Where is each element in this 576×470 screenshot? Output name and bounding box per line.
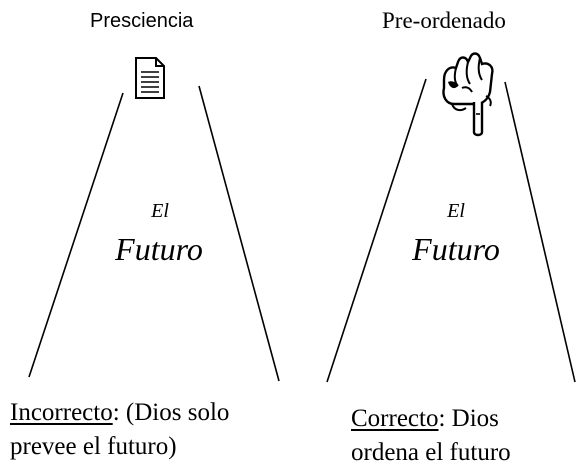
left-caption-rest: : (Dios solo — [112, 399, 230, 426]
right-caption: Correcto: Dios ordena el futuro — [351, 402, 511, 470]
right-panel-title: Pre-ordenado — [382, 8, 506, 33]
left-caption-line2: prevee el futuro) — [10, 433, 177, 460]
document-icon — [135, 57, 165, 99]
left-funnel-right-edge — [198, 85, 280, 382]
right-caption-verdict: Correcto — [351, 405, 439, 432]
right-funnel-left-edge — [326, 78, 427, 383]
left-caption-line1: Incorrecto: (Dios solo — [10, 396, 229, 430]
left-caption-verdict: Incorrecto — [10, 399, 113, 426]
left-futuro-label: Futuro — [115, 231, 203, 267]
pointing-hand-icon — [442, 52, 494, 137]
right-futuro-label: Futuro — [412, 231, 500, 267]
left-funnel-left-edge — [28, 92, 124, 378]
right-el-label: El — [447, 200, 465, 222]
left-panel-title: Presciencia — [90, 10, 194, 32]
left-caption: Incorrecto: (Dios solo prevee el futuro) — [10, 396, 229, 464]
left-el-label: El — [151, 200, 169, 222]
right-caption-rest: : Dios — [438, 405, 499, 432]
right-caption-line1: Correcto: Dios — [351, 402, 511, 436]
right-caption-line2: ordena el futuro — [351, 439, 511, 466]
right-funnel-right-edge — [504, 81, 576, 383]
